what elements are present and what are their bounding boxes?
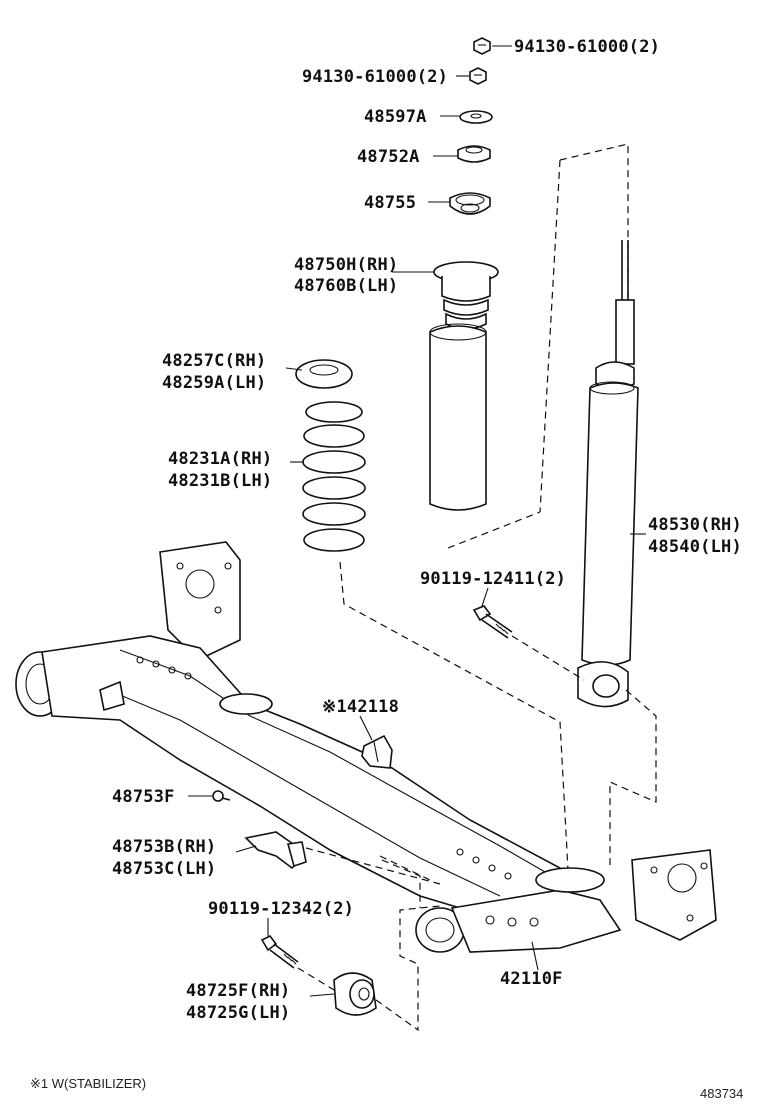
label-seat-lh: 48259A(LH)	[162, 373, 266, 393]
dash-bolt-upper	[511, 635, 585, 681]
bolt-upper-icon	[472, 605, 513, 639]
label-nut-right: 94130-61000(2)	[514, 37, 660, 57]
label-bracket-lh: 48753C(LH)	[112, 859, 216, 879]
label-shock-rh: 48530(RH)	[648, 515, 742, 535]
label-bracket-rh: 48753B(RH)	[112, 837, 216, 857]
stabilizer-clip-icon	[361, 734, 393, 769]
axle-beam-icon	[15, 541, 717, 953]
label-stab: ※142118	[322, 697, 399, 717]
label-48597a: 48597A	[364, 107, 427, 127]
dash-bracket-2	[379, 855, 431, 881]
washer-icon	[459, 110, 493, 124]
coil-spring-icon	[302, 401, 366, 552]
footnote: ※1 W(STABILIZER)	[30, 1076, 146, 1091]
leader-bolt-upper	[481, 587, 489, 607]
label-spring-rh: 48231A(RH)	[168, 449, 272, 469]
bump-stopper-icon	[429, 261, 499, 511]
label-seat-rh: 48257C(RH)	[162, 351, 266, 371]
bracket-icon	[244, 831, 307, 870]
label-48753f: 48753F	[112, 787, 175, 807]
nut-upper-right-icon	[473, 37, 491, 55]
dash-guide-spring	[339, 561, 569, 871]
dash-axle-left	[381, 859, 421, 908]
spring-seat-icon	[295, 359, 353, 389]
label-bolt-lower: 90119-12342(2)	[208, 899, 354, 919]
shock-absorber-icon	[577, 240, 639, 708]
dash-bolt-lower	[297, 967, 335, 991]
leader-axle	[531, 941, 539, 971]
label-nut-left: 94130-61000(2)	[302, 67, 448, 87]
label-shock-lh: 48540(LH)	[648, 537, 742, 557]
label-bumper-lh: 48760B(LH)	[294, 276, 398, 296]
bolt-lower-icon	[260, 934, 299, 969]
dash-guide-upper-low	[447, 511, 541, 549]
leader-bracket	[235, 845, 257, 853]
dash-shock-lower	[609, 689, 657, 866]
label-bumper-rh: 48750H(RH)	[294, 255, 398, 275]
label-bush-lh: 48725G(LH)	[186, 1003, 290, 1023]
shock-support-icon	[449, 192, 491, 215]
bushing-icon	[333, 972, 377, 1016]
leader-stab	[359, 715, 373, 741]
leader-seat	[285, 367, 303, 371]
label-axle: 42110F	[500, 969, 563, 989]
label-bolt-upper: 90119-12411(2)	[420, 569, 566, 589]
label-bush-rh: 48725F(RH)	[186, 981, 290, 1001]
dash-guide-upper-left	[539, 159, 561, 513]
label-48755: 48755	[364, 193, 416, 213]
nut-upper-left-icon	[469, 67, 487, 85]
clip-icon	[212, 790, 231, 802]
label-spring-lh: 48231B(LH)	[168, 471, 272, 491]
leader-bushing	[309, 993, 335, 997]
diagram-id: 483734	[700, 1086, 743, 1101]
upper-cushion-icon	[457, 145, 491, 163]
label-48752a: 48752A	[357, 147, 420, 167]
